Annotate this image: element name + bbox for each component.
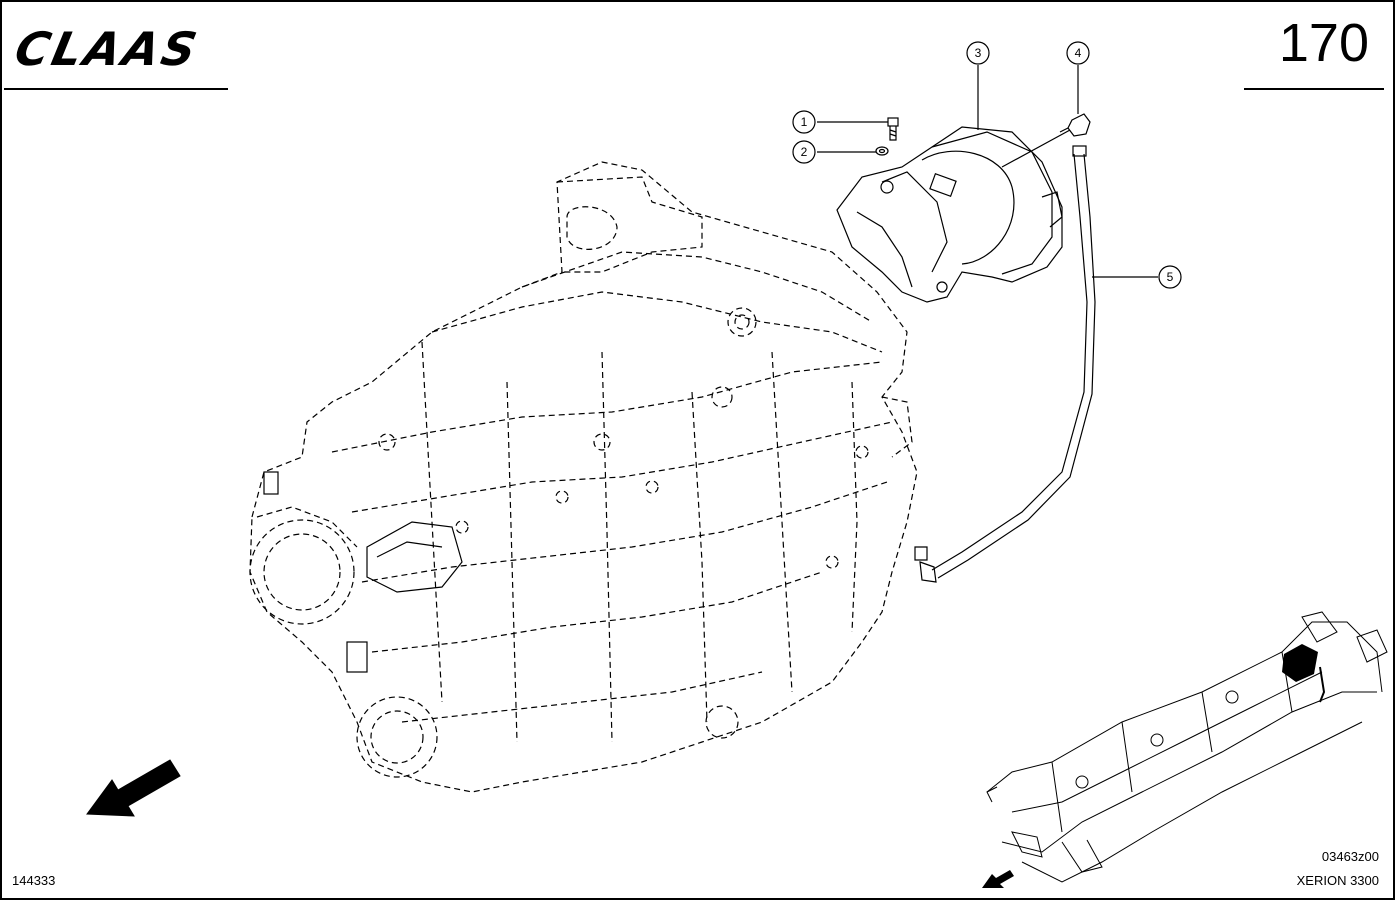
callout-3-label: 3 (975, 46, 982, 60)
callout-3 (966, 41, 990, 65)
header-rule-right (1244, 88, 1384, 90)
screw (887, 117, 899, 141)
valve-block (263, 471, 463, 673)
callout-2 (792, 140, 816, 164)
callout-1 (792, 110, 816, 134)
figure-code: 03463z00 (1321, 849, 1379, 864)
callout-5 (1158, 265, 1182, 289)
callout-4-label: 4 (1075, 46, 1082, 60)
callout-4 (1066, 41, 1090, 65)
transmission-assembly (249, 161, 918, 793)
fitting (1059, 113, 1091, 137)
inset-highlight-pump (1282, 644, 1326, 703)
leader-lines (817, 65, 1158, 278)
drawing-id: 144333 (12, 873, 56, 888)
callout-5-label: 5 (1167, 270, 1174, 284)
hose (914, 145, 1096, 583)
forward-direction-arrow (86, 759, 181, 817)
page-number: 170 (1278, 13, 1369, 73)
header-rule-left (4, 88, 228, 90)
inset-direction-arrow (982, 870, 1014, 888)
model-name: XERION 3300 (1296, 873, 1379, 888)
washer (875, 146, 889, 156)
callout-2-label: 2 (801, 145, 808, 159)
chassis-locator-inset (986, 611, 1388, 883)
pump-housing (836, 126, 1063, 303)
callout-1-label: 1 (801, 115, 808, 129)
